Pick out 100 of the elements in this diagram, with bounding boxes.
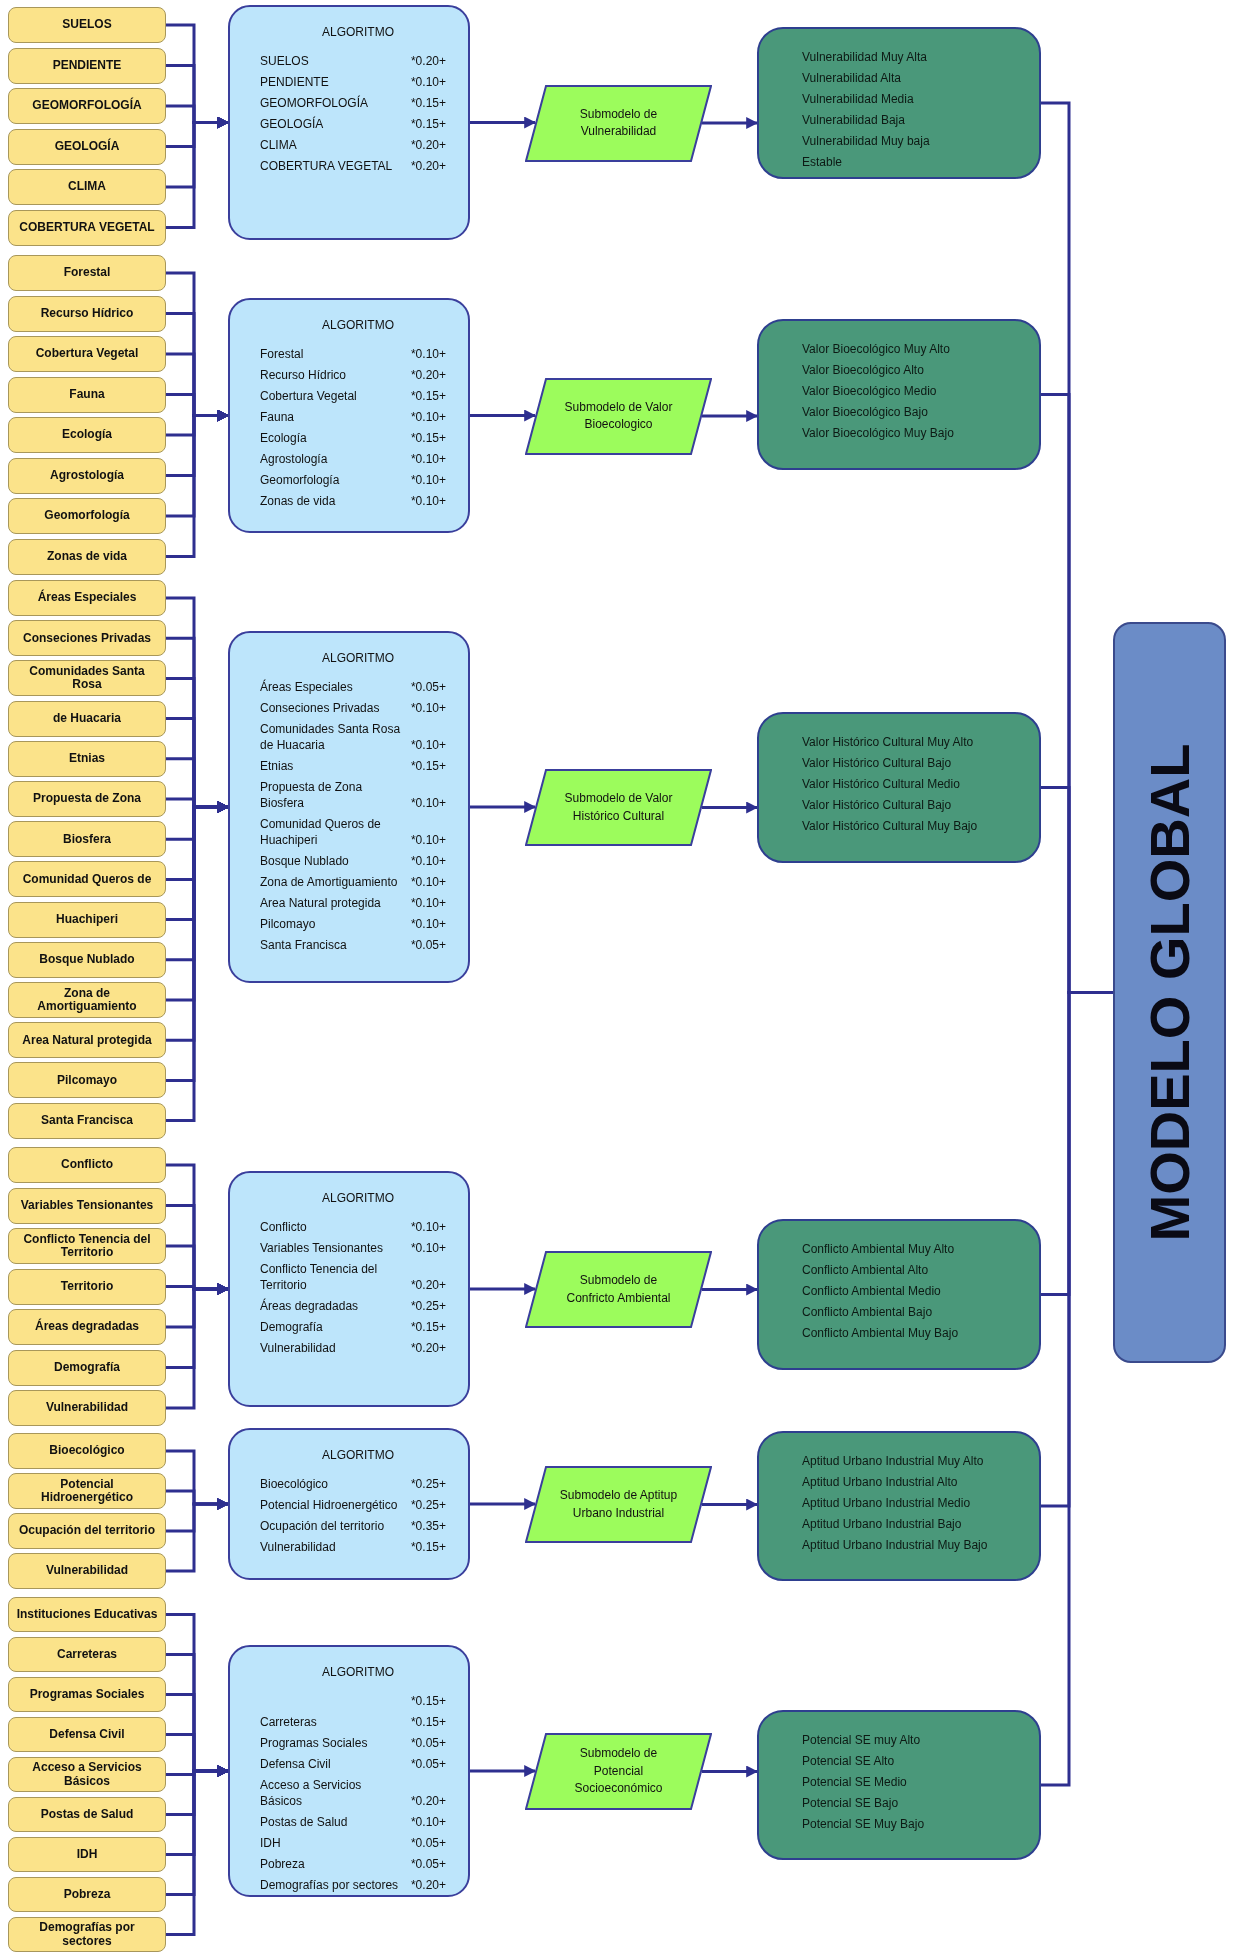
input-box (8, 1349, 166, 1386)
factor-name: Cobertura Vegetal (260, 388, 358, 404)
class-label: Conflicto Ambiental Bajo (802, 1304, 933, 1321)
input-box (8, 1637, 166, 1672)
result-box (757, 712, 1041, 863)
input-label: Agrostología (50, 468, 124, 483)
algorithm-heading: ALGORITMO (321, 25, 395, 39)
weight-value: *0.05+ (410, 1856, 446, 1872)
class-label: Vulnerabilidad Muy baja (802, 133, 930, 150)
weight-value: *0.05+ (410, 1735, 446, 1751)
weight-value: *0.20+ (410, 158, 446, 174)
connector-arrow (470, 409, 537, 422)
input-box (8, 1022, 166, 1059)
input-box (8, 7, 166, 43)
submodel-parallelogram (525, 769, 712, 846)
input-label: Pobreza (63, 1887, 111, 1902)
factor-name: Agrostología (260, 451, 329, 467)
factor-name: Fauna (260, 409, 296, 425)
factor-name: Acceso a Servicios Básicos (260, 1777, 363, 1809)
weight-value: *0.10+ (410, 795, 446, 811)
class-label: Potencial SE muy Alto (802, 1732, 921, 1749)
input-label: Postas de Salud (40, 1807, 134, 1822)
input-label: Vulnerabilidad (45, 1564, 129, 1578)
input-box (8, 1268, 166, 1305)
input-label: Vulnerabilidad (45, 1401, 129, 1415)
input-box (8, 781, 166, 817)
result-box (757, 1431, 1041, 1581)
input-label: Instituciones Educativas (16, 1607, 158, 1622)
class-label: Valor Histórico Cultural Muy Alto (802, 734, 974, 751)
input-box (8, 982, 166, 1018)
input-box (8, 1513, 166, 1549)
class-label: Conflicto Ambiental Muy Bajo (802, 1325, 959, 1342)
class-label: Valor Bioecológico Muy Bajo (802, 425, 954, 442)
submodel-label: Submodelo de Aptitup Urbano Industrial (558, 1487, 679, 1522)
algorithm-heading: ALGORITMO (321, 651, 395, 665)
weight-value: *0.15+ (410, 95, 446, 111)
input-label: Potencial Hidroenergético (40, 1477, 134, 1505)
factor-name: Pilcomayo (260, 916, 317, 932)
input-label: Santa Francisca (40, 1114, 133, 1128)
input-box (8, 1877, 166, 1912)
weight-value: *0.15+ (410, 1714, 446, 1730)
class-label: Valor Bioecológico Medio (802, 383, 937, 400)
weight-value: *0.10+ (410, 700, 446, 716)
input-box (8, 1473, 166, 1509)
weight-value: *0.15+ (410, 116, 446, 132)
input-label: Demografía (54, 1360, 120, 1375)
input-label: Huachiperi (56, 913, 118, 927)
input-label: Áreas Especiales (37, 591, 137, 605)
input-box (8, 580, 166, 616)
result-box (757, 1219, 1041, 1370)
connector-arrow (166, 1498, 230, 1573)
input-box (8, 1147, 166, 1183)
input-label: Cobertura Vegetal (35, 347, 139, 361)
input-box (8, 1390, 166, 1426)
input-box (8, 255, 166, 291)
class-label: Aptitud Urbano Industrial Muy Alto (802, 1453, 984, 1470)
input-label: COBERTURA VEGETAL (19, 220, 155, 235)
factor-name: Potencial Hidroenergético (260, 1497, 399, 1513)
connector-arrow (470, 801, 537, 813)
class-label: Valor Bioecológico Muy Alto (802, 341, 950, 358)
factor-name: PENDIENTE (260, 74, 330, 90)
factor-name: Ocupación del territorio (260, 1518, 386, 1534)
input-box (8, 1553, 166, 1589)
input-box (8, 538, 166, 575)
input-label: SUELOS (62, 18, 112, 32)
input-box (8, 740, 166, 777)
weight-value: *0.10+ (410, 832, 446, 848)
class-label: Potencial SE Alto (802, 1753, 895, 1770)
input-label: Conflicto Tenencia del Territorio (22, 1232, 152, 1260)
input-box (8, 1677, 166, 1712)
weight-value: *0.10+ (410, 472, 446, 488)
weight-value: *0.10+ (410, 346, 446, 362)
factor-name: Pobreza (260, 1856, 306, 1872)
algorithm-heading: ALGORITMO (321, 318, 395, 332)
input-label: Area Natural protegida (22, 1033, 152, 1047)
weight-value: *0.10+ (410, 1219, 446, 1235)
weight-value: *0.10+ (410, 1240, 446, 1256)
input-box (8, 821, 166, 858)
weight-value: *0.10+ (410, 916, 446, 932)
input-label: Territorio (60, 1279, 114, 1294)
weight-value: *0.20+ (410, 1340, 446, 1356)
class-label: Conflicto Ambiental Medio (802, 1283, 941, 1300)
connector-arrow (470, 116, 537, 129)
class-label: Valor Bioecológico Alto (802, 362, 924, 379)
weight-value: *0.25+ (410, 1476, 446, 1492)
input-label: Programas Sociales (29, 1687, 145, 1702)
connector-arrow (702, 117, 759, 129)
input-label: Conflicto (61, 1158, 113, 1172)
class-label: Vulnerabilidad Baja (802, 112, 905, 129)
weight-value: *0.20+ (410, 1277, 446, 1293)
input-label: PENDIENTE (52, 58, 122, 73)
weight-value: *0.10+ (410, 409, 446, 425)
input-label: Bosque Nublado (39, 953, 135, 967)
factor-name: Propuesta de Zona Biosfera (260, 779, 364, 811)
input-box (8, 1757, 166, 1792)
submodel-label: Submodelo de Vulnerabilidad (578, 105, 659, 140)
factor-name: Forestal (260, 346, 305, 362)
factor-name: Áreas degradadas (260, 1298, 360, 1314)
algorithm-box (228, 298, 470, 533)
input-box (8, 128, 166, 165)
